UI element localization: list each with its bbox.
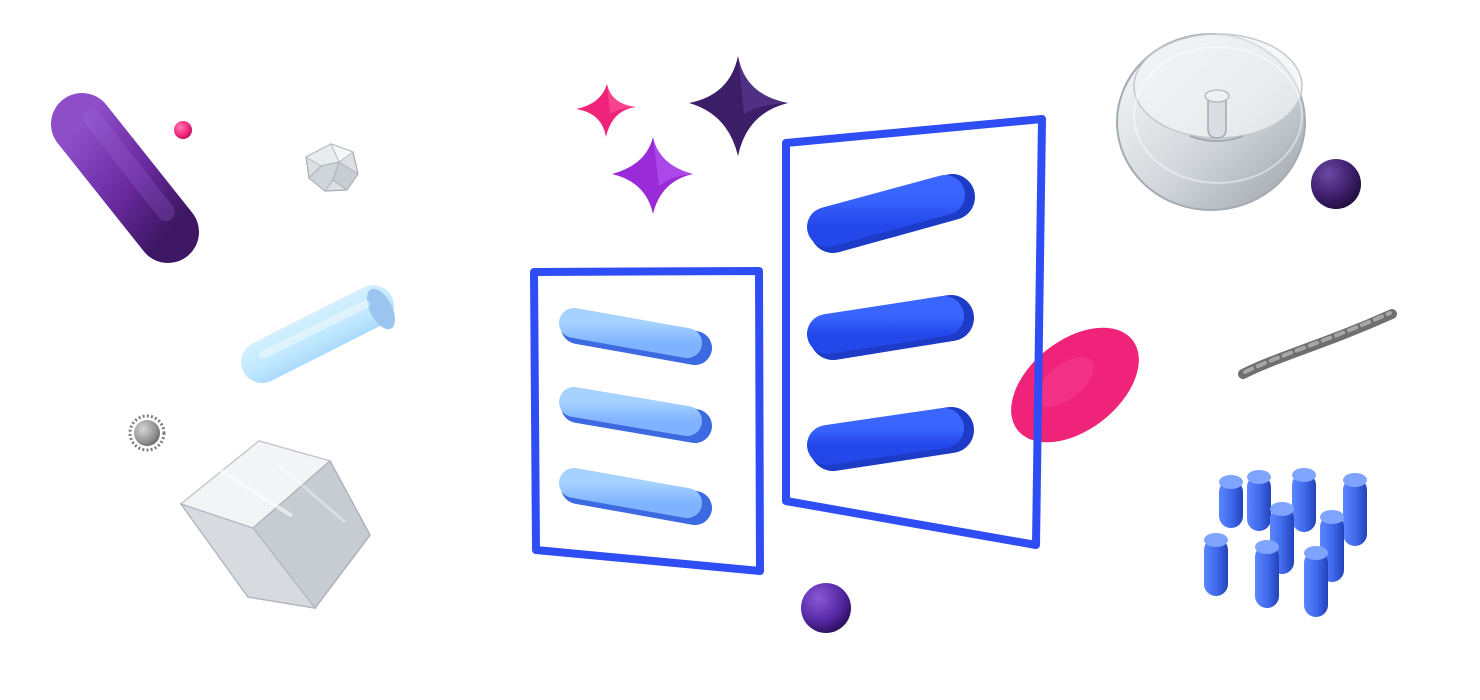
glass-polyhedron-icon bbox=[304, 143, 359, 192]
right-frame-icon bbox=[782, 115, 1046, 549]
blue-cylinder-2 bbox=[1247, 470, 1271, 531]
purple-capsule-icon bbox=[51, 93, 199, 263]
pink-ellipse-disc-icon bbox=[1011, 327, 1139, 443]
glass-disc-icon bbox=[1116, 33, 1306, 211]
twisted-gray-rod-icon bbox=[1238, 309, 1397, 379]
deep-purple-sphere-icon bbox=[1311, 159, 1361, 209]
gray-spiky-ball-icon bbox=[128, 414, 166, 452]
pink-sphere-icon bbox=[174, 121, 192, 139]
left-frame-bar-3 bbox=[559, 468, 712, 525]
blue-cylinder-3 bbox=[1292, 468, 1316, 532]
right-frame-bar-1 bbox=[807, 174, 975, 253]
glass-cube-icon bbox=[179, 440, 371, 609]
blue-cylinder-cluster-icon bbox=[1204, 468, 1367, 617]
cyan-cylinder-icon bbox=[241, 285, 395, 383]
purple-sphere-icon bbox=[801, 583, 851, 633]
right-frame-bar-3 bbox=[807, 407, 974, 471]
left-frame-bar-2 bbox=[559, 387, 712, 443]
blue-cylinder-8 bbox=[1255, 540, 1279, 608]
left-frame-icon bbox=[530, 267, 764, 575]
deep-purple-sparkle-icon bbox=[689, 56, 788, 156]
blue-cylinder-9 bbox=[1304, 546, 1328, 617]
violet-sparkle-icon bbox=[612, 137, 693, 214]
pink-sparkle-icon bbox=[576, 84, 636, 137]
blue-cylinder-4 bbox=[1343, 473, 1367, 546]
right-frame-bar-2 bbox=[807, 295, 974, 360]
left-frame-bar-1 bbox=[559, 308, 712, 365]
blue-cylinder-7 bbox=[1204, 533, 1228, 596]
blue-cylinder-1 bbox=[1219, 475, 1243, 528]
